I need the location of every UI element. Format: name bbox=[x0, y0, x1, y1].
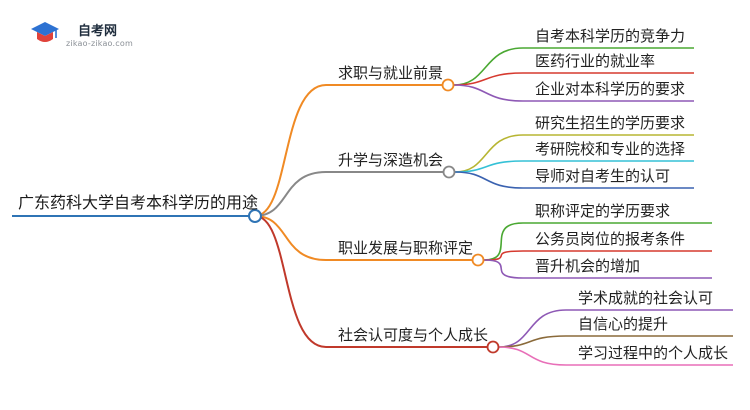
leaf-label: 研究生招生的学历要求 bbox=[535, 114, 686, 132]
branch-label-further-study: 升学与深造机会 bbox=[338, 151, 444, 169]
leaf-connector bbox=[483, 250, 524, 261]
logo-mortarboard-icon bbox=[31, 22, 59, 42]
leaf-label: 考研院校和专业的选择 bbox=[535, 140, 686, 158]
branch-node bbox=[486, 340, 500, 354]
logo-domain: zikao-zikao.com bbox=[66, 39, 133, 48]
logo-title: 自考网 bbox=[78, 24, 118, 39]
leaf-label: 自考本科学历的竞争力 bbox=[535, 27, 686, 45]
branch-connector bbox=[254, 171, 327, 217]
leaf-label: 晋升机会的增加 bbox=[535, 257, 641, 275]
leaf-connector bbox=[454, 171, 524, 189]
leaf-connector bbox=[498, 335, 567, 348]
branch-label-career-title: 职业发展与职称评定 bbox=[338, 239, 474, 257]
leaf-label: 导师对自考生的认可 bbox=[535, 167, 671, 185]
leaf-connector bbox=[453, 84, 524, 102]
branch-connector bbox=[254, 84, 327, 217]
leaf-connector bbox=[498, 309, 567, 348]
root-node bbox=[248, 209, 262, 223]
leaf-label: 职称评定的学历要求 bbox=[535, 202, 671, 220]
leaf-connector bbox=[454, 134, 524, 173]
leaf-label: 公务员岗位的报考条件 bbox=[535, 230, 686, 248]
branch-label-employment: 求职与就业前景 bbox=[338, 64, 444, 82]
leaf-connector bbox=[483, 259, 524, 279]
branch-connector bbox=[254, 215, 327, 261]
site-logo[interactable]: 自考网 zikao-zikao.com bbox=[30, 16, 140, 52]
leaf-connector bbox=[498, 346, 567, 366]
leaf-label: 自信心的提升 bbox=[578, 315, 669, 333]
root-topic-label: 广东药科大学自考本科学历的用途 bbox=[18, 193, 259, 212]
leaf-label: 学术成就的社会认可 bbox=[578, 289, 714, 307]
leaf-label: 医药行业的就业率 bbox=[535, 52, 656, 70]
branch-node bbox=[471, 253, 485, 267]
leaf-label: 企业对本科学历的要求 bbox=[535, 80, 686, 98]
leaf-connector bbox=[453, 47, 524, 86]
branch-node bbox=[442, 165, 456, 179]
branch-node bbox=[441, 78, 455, 92]
branch-connector bbox=[254, 215, 327, 348]
branch-label-social-recognition: 社会认可度与个人成长 bbox=[338, 326, 489, 344]
leaf-connector bbox=[483, 222, 524, 261]
leaf-label: 学习过程中的个人成长 bbox=[578, 344, 729, 362]
